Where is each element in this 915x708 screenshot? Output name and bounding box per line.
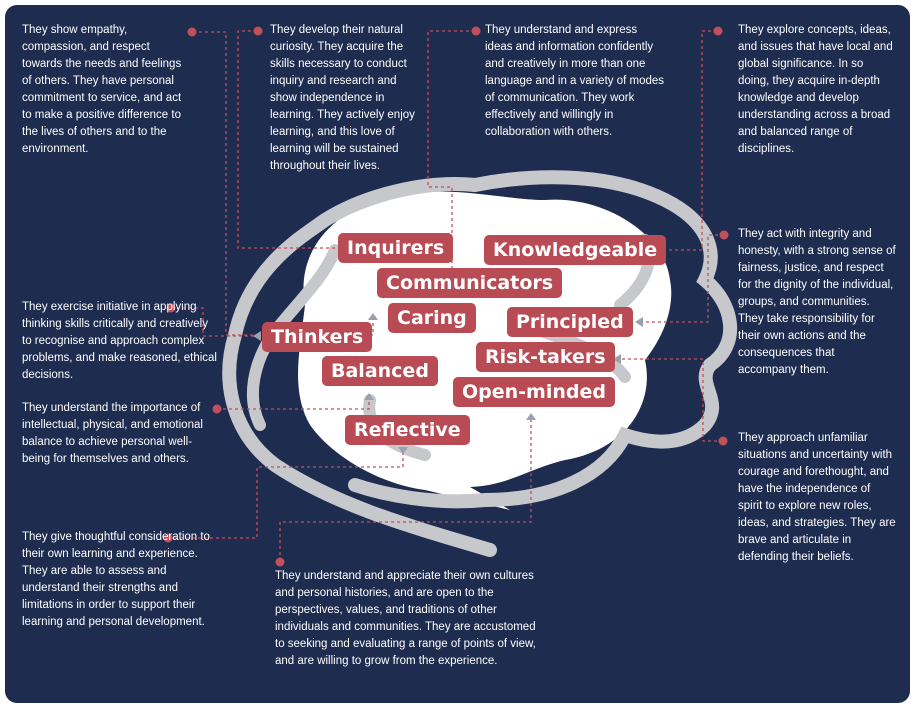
- connector-dot: [718, 436, 728, 446]
- connector-dot: [212, 404, 222, 414]
- brain-outline: [222, 170, 738, 557]
- connector-dot: [163, 533, 173, 543]
- pointer-arrow: [368, 313, 378, 320]
- description-thinkers: They exercise initiative in applying thi…: [22, 301, 217, 381]
- tag-inquirers: Inquirers: [338, 233, 454, 263]
- connector-line: [237, 30, 338, 249]
- connector-dot: [471, 26, 481, 36]
- pointer-arrow: [635, 317, 643, 327]
- tag-knowledgeable: Knowledgeable: [484, 235, 667, 265]
- connector-dot: [719, 230, 729, 240]
- description-knowledgeable: They explore concepts, ideas, and issues…: [738, 24, 893, 155]
- connector-line: [643, 234, 724, 323]
- description-caring: They show empathy, compassion, and respe…: [22, 24, 182, 155]
- connector-line: [193, 31, 374, 336]
- connector-dot: [253, 26, 263, 36]
- pointer-arrow: [364, 393, 374, 400]
- pointer-arrow: [526, 413, 536, 420]
- tag-risk-takers: Risk-takers: [476, 342, 615, 372]
- description-open-minded: They understand and appreciate their own…: [275, 570, 536, 667]
- pointer-arrow: [253, 331, 261, 341]
- description-inquirers: They develop their natural curiosity. Th…: [270, 24, 415, 172]
- connector-line: [665, 30, 717, 251]
- connector-dot: [275, 557, 285, 567]
- connector-line: [279, 420, 532, 561]
- pointer-arrow: [613, 354, 621, 364]
- connector-line: [217, 400, 370, 410]
- description-communicators: They understand and express ideas and in…: [485, 24, 665, 138]
- tag-principled: Principled: [507, 307, 633, 337]
- connector-line: [621, 358, 723, 442]
- connector-line: [168, 447, 404, 539]
- connector-dot: [187, 27, 197, 37]
- tag-reflective: Reflective: [345, 415, 470, 445]
- diagram-panel: They show empathy, compassion, and respe…: [5, 5, 910, 703]
- tag-open-minded: Open-minded: [453, 377, 615, 407]
- connector-dot: [713, 26, 723, 36]
- description-principled: They act with integrity and honesty, wit…: [738, 228, 896, 376]
- description-risk-takers: They approach unfamiliar situations and …: [738, 432, 896, 563]
- pointer-arrow: [398, 447, 408, 454]
- connector-dot: [166, 303, 176, 313]
- description-balanced: They understand the importance of intell…: [22, 402, 203, 465]
- tag-balanced: Balanced: [322, 356, 438, 386]
- description-reflective: They give thoughtful consideration to th…: [22, 531, 210, 628]
- connector-line: [427, 30, 475, 268]
- tag-communicators: Communicators: [377, 268, 563, 298]
- tag-thinkers: Thinkers: [262, 322, 373, 352]
- tag-caring: Caring: [388, 303, 476, 333]
